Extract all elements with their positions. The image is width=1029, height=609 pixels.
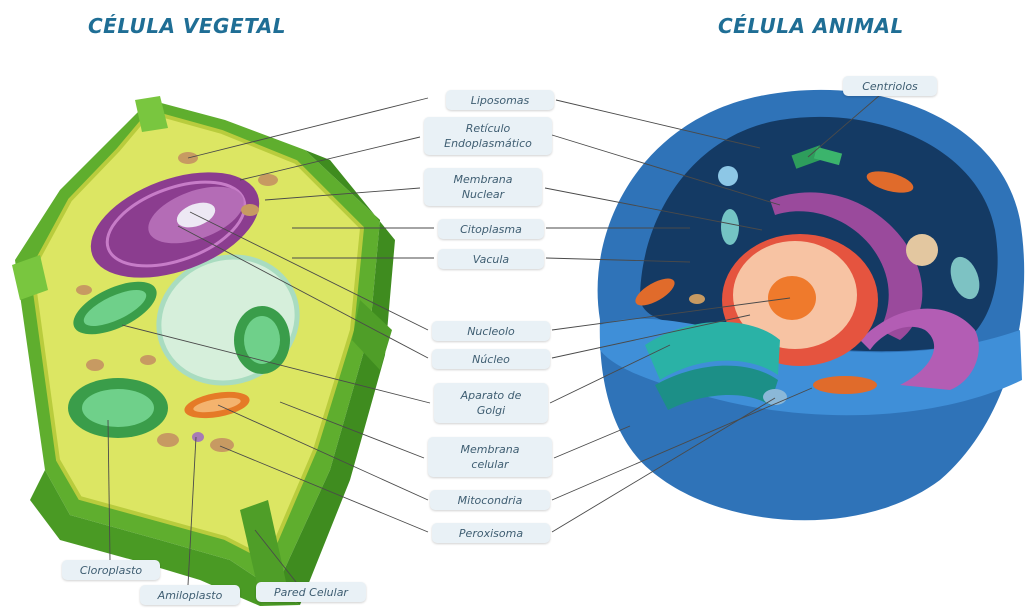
animal-vesicle: [721, 209, 739, 245]
animal-nucleolus: [768, 276, 816, 320]
label-reticulo-endoplasmatico: Retículo Endoplasmático: [424, 117, 552, 155]
label-mitocondria: Mitocondria: [430, 490, 550, 510]
plant-cell: [12, 96, 395, 606]
plant-amyloplast: [241, 204, 259, 216]
plant-amyloplast: [157, 433, 179, 447]
label-citoplasma: Citoplasma: [438, 219, 544, 239]
label-peroxisoma: Peroxisoma: [432, 523, 550, 543]
animal-vesicle: [906, 234, 938, 266]
plant-amyloplast: [258, 174, 278, 186]
label-nucleo: Núcleo: [432, 349, 550, 369]
label-amiloplasto: Amiloplasto: [140, 585, 240, 605]
label-membrana-celular: Membrana celular: [428, 437, 552, 477]
label-vacuola: Vacula: [438, 249, 544, 269]
plant-amyloplast: [86, 359, 104, 371]
animal-vesicle: [718, 166, 738, 186]
label-liposomas: Liposomas: [446, 90, 554, 110]
plant-amyloplast: [192, 432, 204, 442]
leader-line: [554, 426, 630, 458]
label-cloroplasto: Cloroplasto: [62, 560, 160, 580]
label-nucleolo: Nucleolo: [432, 321, 550, 341]
plant-amyloplast: [76, 285, 92, 295]
label-membrana-nuclear: Membrana Nuclear: [424, 168, 542, 206]
animal-liposome: [689, 294, 705, 304]
plant-chloroplast: [82, 389, 154, 427]
label-aparato-golgi: Aparato de Golgi: [434, 383, 548, 423]
animal-mitochondrion: [813, 376, 877, 394]
label-centriolos: Centriolos: [843, 76, 937, 96]
label-pared-celular: Pared Celular: [256, 582, 366, 602]
plant-amyloplast: [140, 355, 156, 365]
